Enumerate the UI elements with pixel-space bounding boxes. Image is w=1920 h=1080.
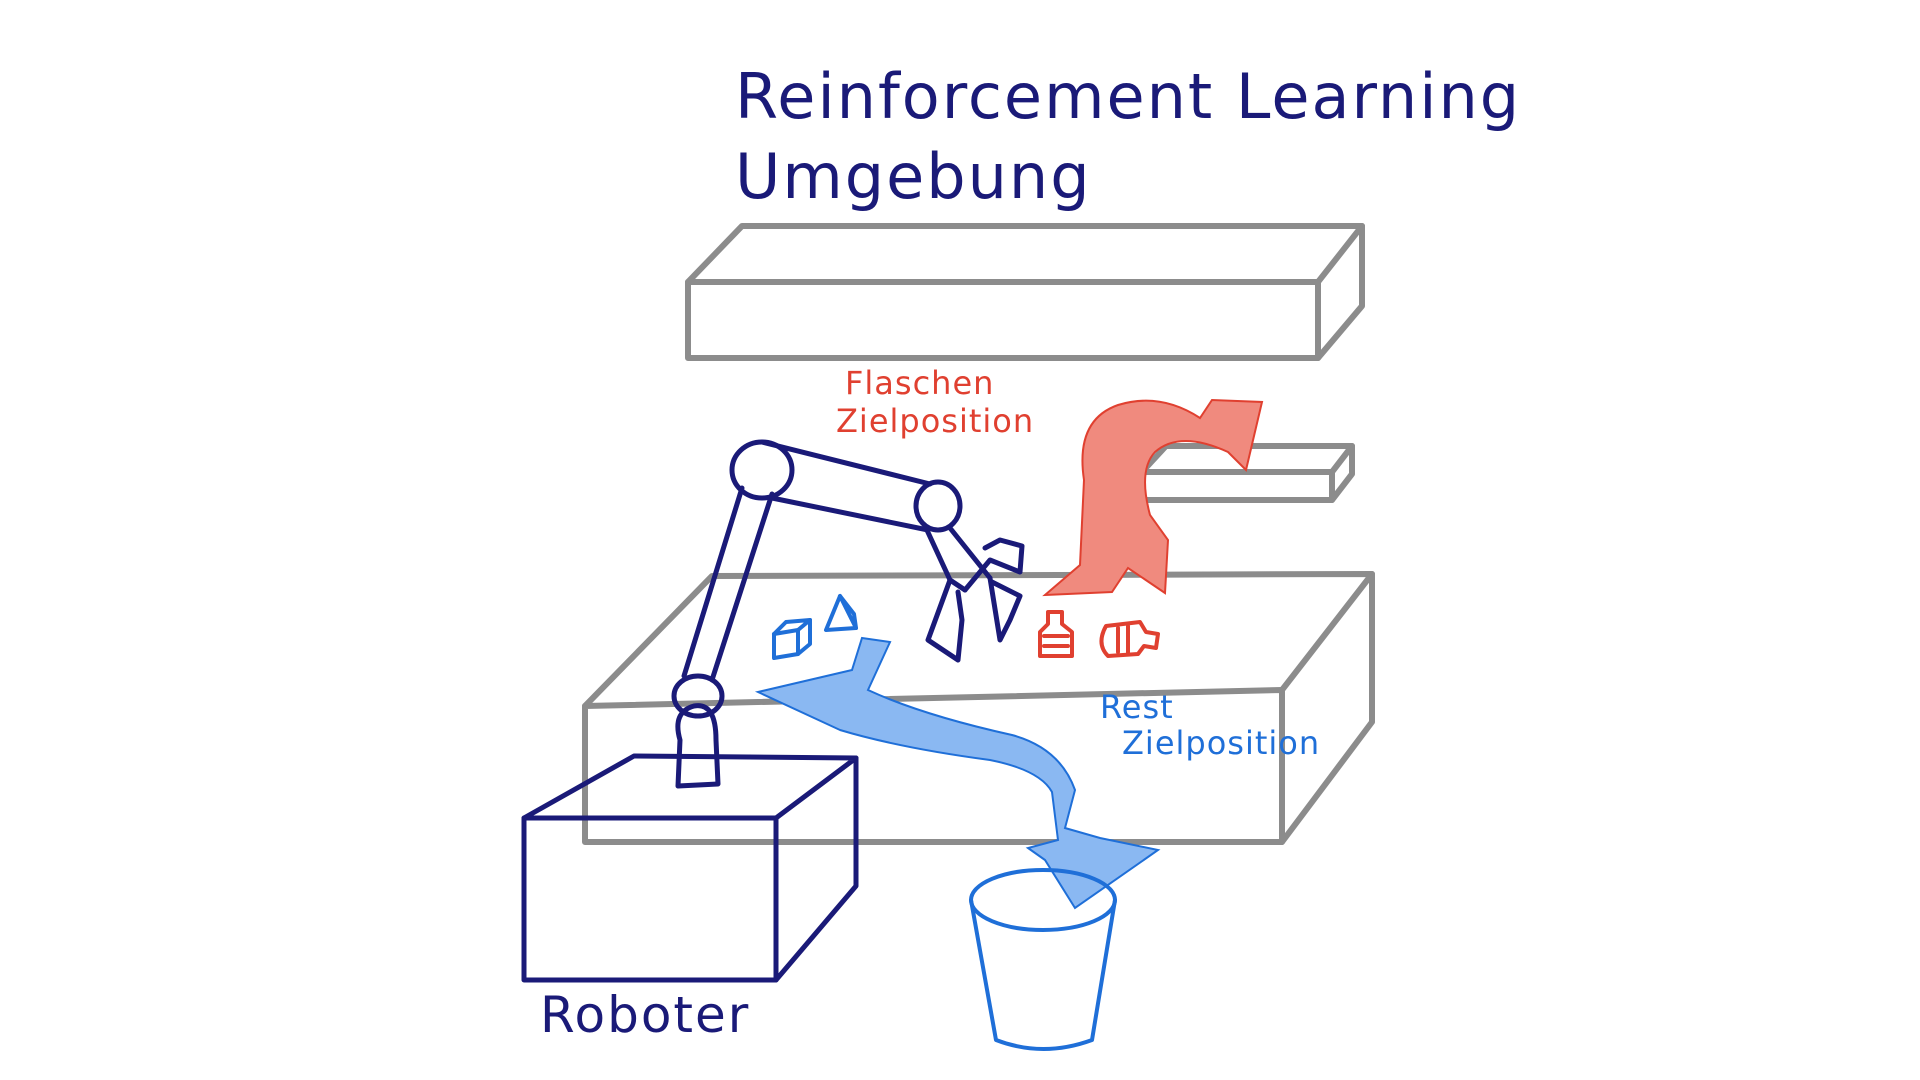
rest-target-label-line-1: Rest — [1100, 688, 1174, 726]
bottles-target-label: Flaschen Zielposition — [836, 364, 1034, 440]
title-line-1: Reinforcement Learning — [735, 60, 1521, 133]
title-group: Reinforcement Learning Umgebung — [735, 60, 1521, 213]
cube-icon — [772, 618, 812, 660]
robot-label: Roboter — [540, 986, 750, 1044]
rest-target-label: Rest Zielposition — [1100, 688, 1320, 762]
robot-base-box — [521, 753, 859, 983]
bottle-icon — [1099, 620, 1160, 658]
bottles-arrow — [1042, 398, 1264, 597]
bottle-icon — [1038, 610, 1074, 658]
rest-arrow — [754, 636, 1161, 910]
rest-target-label-line-2: Zielposition — [1122, 724, 1320, 762]
pyramid-icon — [824, 594, 858, 632]
title-line-2: Umgebung — [735, 140, 1092, 213]
bucket-icon — [969, 868, 1117, 1051]
top-shelf-box — [685, 223, 1365, 361]
bottles-target-label-line-1: Flaschen — [845, 364, 994, 402]
robot-arm-icon — [671, 439, 1025, 789]
table-box — [582, 571, 1375, 845]
bottles-target-label-line-2: Zielposition — [836, 402, 1034, 440]
